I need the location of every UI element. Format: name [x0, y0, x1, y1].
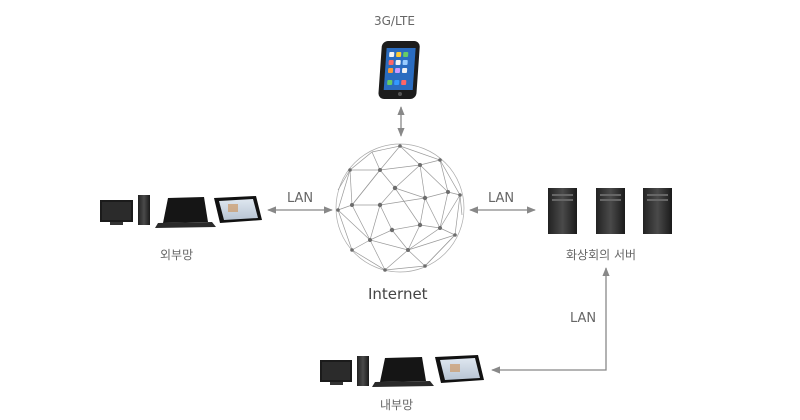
right-lan-label: LAN [488, 191, 515, 206]
internal-laptop-icon [372, 357, 434, 387]
bottom-lan-arrow [491, 267, 610, 374]
external-tablet-icon [214, 196, 262, 223]
smartphone-icon [378, 41, 420, 99]
internal-desktop-icon [320, 356, 369, 386]
video-server-label: 화상회의 서버 [566, 248, 637, 262]
internet-label: Internet [368, 285, 428, 303]
left-lan-label: LAN [287, 191, 314, 206]
internal-tablet-icon [435, 355, 484, 383]
video-server-icons [548, 188, 672, 234]
globe-nodes [336, 144, 462, 272]
internet-globe-icon [335, 143, 465, 273]
external-laptop-icon [155, 197, 216, 228]
bottom-lan-label: LAN [570, 311, 597, 326]
external-desktop-icon [100, 195, 150, 225]
internal-network-label: 내부망 [380, 398, 414, 412]
external-network-label: 외부망 [160, 248, 194, 262]
mobile-label: 3G/LTE [374, 14, 415, 28]
